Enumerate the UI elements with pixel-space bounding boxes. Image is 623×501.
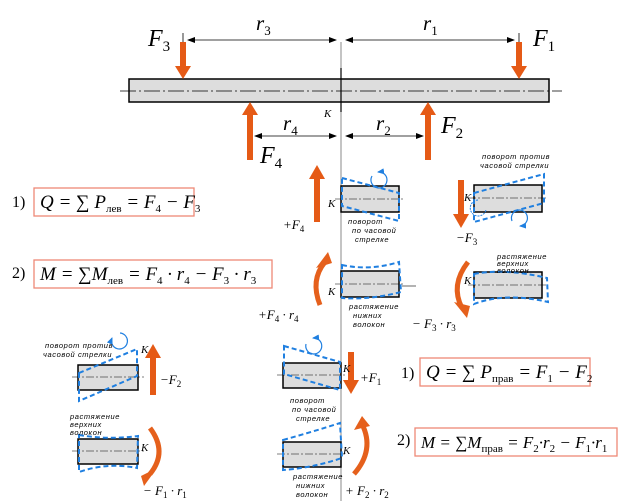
f1-label: F1 (532, 26, 555, 55)
f3-label: F3 (147, 26, 170, 55)
svg-text:K: K (327, 286, 336, 298)
svg-text:M = ∑Mправ = F2·r2 − F1·r1: M = ∑Mправ = F2·r2 − F1·r1 (420, 433, 607, 455)
svg-text:нижних: нижних (353, 311, 382, 320)
sketch-moment-plus-f4r4: K +F4 · r4 растяжение нижних волокон (258, 252, 416, 329)
svg-text:K: K (463, 192, 472, 204)
svg-text:K: K (463, 275, 472, 287)
svg-text:поворот против: поворот против (45, 341, 113, 350)
svg-text:растяжение: растяжение (292, 472, 343, 481)
svg-text:волокон: волокон (70, 428, 102, 437)
svg-text:часовой стрелки: часовой стрелки (480, 161, 549, 170)
force-arrow-f2 (420, 102, 436, 160)
svg-text:− F1 · r1: − F1 · r1 (143, 483, 187, 500)
r4-label: r4 (283, 111, 298, 138)
r1-label: r1 (423, 11, 438, 38)
svg-text:1): 1) (401, 365, 414, 382)
svg-text:− F3 · r3: − F3 · r3 (412, 316, 456, 333)
svg-text:Q = ∑ Pправ = F1 − F2: Q = ∑ Pправ = F1 − F2 (426, 362, 592, 385)
svg-text:+ F2 · r2: + F2 · r2 (345, 483, 389, 500)
svg-text:по часовой: по часовой (352, 226, 397, 235)
svg-text:стрелке: стрелке (355, 235, 389, 244)
svg-text:+F4 · r4: +F4 · r4 (258, 307, 299, 324)
dimension-r3 (182, 33, 337, 56)
svg-text:растяжение: растяжение (348, 302, 399, 311)
svg-text:M = ∑Mлев = F4 · r4 − F3 · r3: M = ∑Mлев = F4 · r4 − F3 · r3 (39, 264, 257, 287)
svg-text:поворот против: поворот против (482, 152, 550, 161)
sketch-moment-minus-f3r3: K − F3 · r3 растяжение верхних волокон (412, 252, 550, 333)
sketch-shear-minus-f3: K −F3 поворот против часовой стрелки (453, 152, 550, 247)
svg-text:растяжение: растяжение (496, 252, 547, 261)
svg-text:поворот: поворот (348, 217, 383, 226)
formula-m-right: 2) M = ∑Mправ = F2·r2 − F1·r1 (397, 427, 618, 457)
r3-label: r3 (256, 11, 271, 38)
svg-text:поворот: поворот (290, 396, 325, 405)
svg-text:K: K (140, 344, 149, 356)
svg-text:K: K (342, 363, 351, 375)
main-beam (120, 68, 562, 112)
force-arrow-f4 (242, 102, 258, 160)
svg-text:2): 2) (397, 432, 410, 449)
formula-q-left: 1) Q = ∑ Pлев = F4 − F3 (12, 187, 201, 217)
svg-text:волокон: волокон (353, 320, 385, 329)
svg-text:нижних: нижних (296, 481, 325, 490)
svg-text:Q = ∑ Pлев = F4 − F3: Q = ∑ Pлев = F4 − F3 (40, 192, 201, 215)
svg-text:волокон: волокон (497, 266, 529, 275)
svg-text:стрелке: стрелке (296, 414, 330, 423)
formula-q-right: 1) Q = ∑ Pправ = F1 − F2 (401, 357, 592, 387)
f4-label: F4 (259, 143, 283, 172)
svg-text:−F3: −F3 (456, 230, 478, 247)
force-arrow-f3 (175, 42, 191, 79)
svg-text:K: K (342, 445, 351, 457)
sketch-moment-minus-f1r1: K − F1 · r1 растяжение верхних волокон (69, 412, 187, 500)
svg-text:1): 1) (12, 194, 25, 211)
sketch-moment-plus-f2r2: K + F2 · r2 растяжение нижних волокон (277, 416, 389, 500)
svg-text:часовой стрелки: часовой стрелки (43, 350, 112, 359)
svg-text:+F1: +F1 (360, 370, 381, 387)
svg-text:+F4: +F4 (283, 217, 305, 234)
svg-text:растяжение: растяжение (69, 412, 120, 421)
svg-text:K: K (327, 198, 336, 210)
svg-text:верхних: верхних (70, 420, 102, 429)
svg-text:2): 2) (12, 265, 25, 282)
force-arrow-f1 (511, 42, 527, 79)
sketch-shear-plus-f1: K +F1 поворот по часовой стрелке (277, 334, 381, 423)
sketch-shear-minus-f2: K −F2 поворот против часовой стрелки (43, 332, 181, 403)
svg-text:K: K (140, 442, 149, 454)
svg-text:верхних: верхних (497, 259, 529, 268)
section-label-k-main: K (323, 108, 332, 120)
formula-m-left: 2) M = ∑Mлев = F4 · r4 − F3 · r3 (12, 259, 273, 289)
svg-text:по часовой: по часовой (292, 405, 337, 414)
svg-text:волокон: волокон (296, 490, 328, 499)
f2-label: F2 (440, 113, 463, 142)
r2-label: r2 (376, 111, 391, 138)
sketch-shear-plus-f4: K +F4 поворот по часовой стрелке (283, 165, 405, 244)
svg-text:−F2: −F2 (160, 372, 181, 389)
